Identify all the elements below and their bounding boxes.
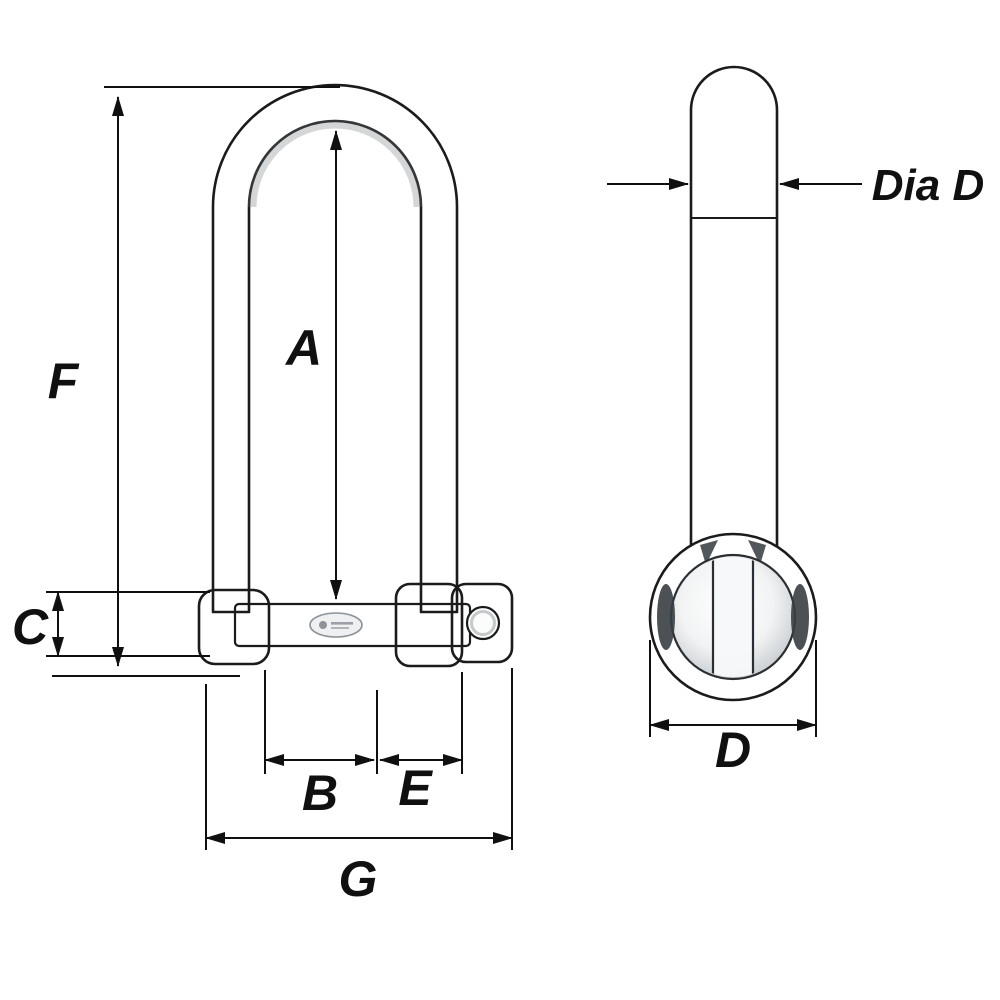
side-shaft bbox=[689, 65, 779, 546]
side-eye-ring bbox=[648, 532, 818, 702]
pin-brand-logo bbox=[309, 612, 363, 638]
front-view-dimensions: F A C B E G bbox=[12, 86, 513, 907]
right-eye-boss bbox=[394, 582, 464, 668]
pin-head-hole-shade bbox=[470, 610, 496, 636]
pin-head bbox=[450, 582, 514, 664]
dim-label-dia-d: Dia D bbox=[872, 161, 984, 210]
dim-label-d: D bbox=[715, 722, 751, 778]
eye-shadow-right bbox=[791, 584, 809, 650]
dim-label-c: C bbox=[12, 599, 49, 655]
front-view-shackle bbox=[197, 83, 514, 668]
side-view-shackle bbox=[648, 65, 818, 702]
dim-label-b: B bbox=[302, 765, 338, 821]
dim-label-f: F bbox=[48, 353, 80, 409]
dim-label-a: A bbox=[284, 320, 322, 376]
pin-slot bbox=[711, 557, 755, 677]
shackle-body bbox=[211, 83, 459, 614]
junction-shadow-right bbox=[748, 540, 766, 565]
dim-label-g: G bbox=[339, 851, 378, 907]
left-eye-boss bbox=[197, 588, 271, 666]
eye-shadow-left bbox=[657, 584, 675, 650]
bow-inner-shade bbox=[247, 119, 423, 208]
bow-highlight bbox=[226, 98, 444, 208]
junction-shadow-left bbox=[700, 540, 718, 565]
side-view-dimensions: Dia D D bbox=[607, 161, 984, 778]
dim-label-e: E bbox=[398, 760, 433, 816]
